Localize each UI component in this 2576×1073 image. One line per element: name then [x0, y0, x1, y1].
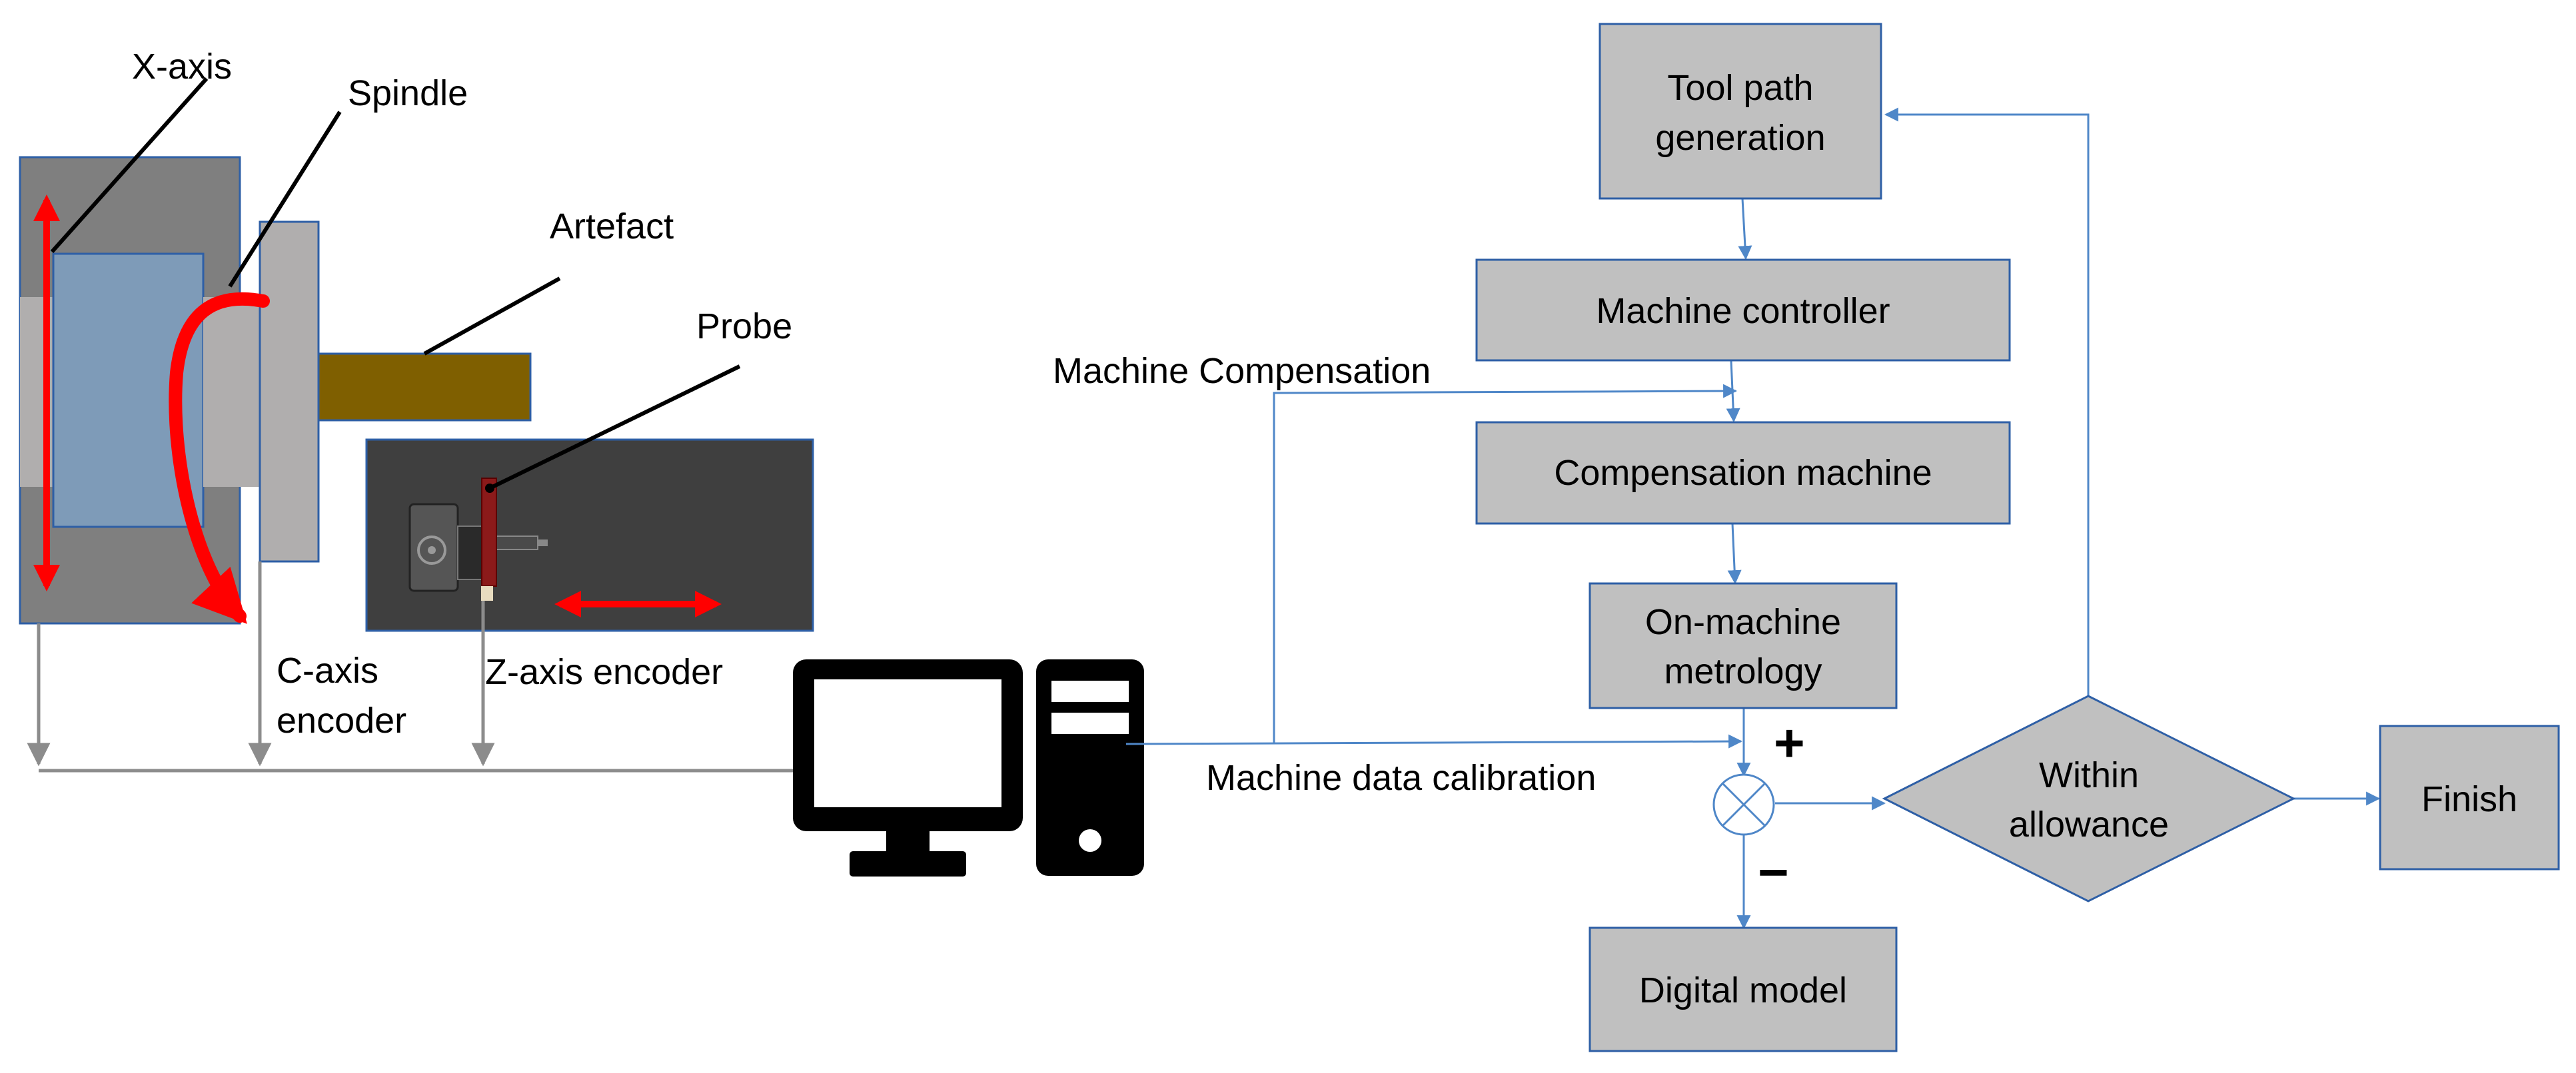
- artefact-bar: [317, 352, 532, 422]
- summing-junction-icon: [1712, 773, 1775, 836]
- c-axis-rotation-arrow: [169, 292, 270, 624]
- machine-controller-label: Machine controller: [1596, 291, 1890, 331]
- decision-label-line2: allowance: [2009, 805, 2169, 845]
- spindle-label: Spindle: [348, 73, 468, 113]
- artefact-leader: [423, 276, 561, 356]
- finish-label: Finish: [2421, 779, 2517, 819]
- tool-path-label-line1: Tool path: [1667, 68, 1813, 108]
- tool-path-label-line2: generation: [1655, 118, 1825, 158]
- probe-label: Probe: [696, 306, 792, 346]
- c-axis-label-line2: encoder: [277, 701, 406, 741]
- spindle-shaft: [203, 297, 260, 487]
- machine-data-calibration-link: [1125, 734, 1743, 749]
- compensation-machine-box: [1475, 421, 2011, 525]
- within-allowance-diamond: [1882, 695, 2296, 902]
- machine-assembly: X-axis Spindle Artefact Probe C-axis enc…: [19, 47, 819, 783]
- spindle-leader: [228, 111, 342, 288]
- z-axis-label: Z-axis encoder: [485, 652, 723, 692]
- machine-compensation-link: [1273, 384, 1738, 744]
- toolpath-to-controller-arrow: [1738, 198, 1752, 260]
- x-axis-label: X-axis: [132, 47, 232, 87]
- metrology-label-line1: On-machine: [1645, 602, 1841, 642]
- x-axis-leader: [50, 77, 209, 253]
- compensation-to-metrology-arrow: [1727, 523, 1742, 585]
- on-machine-metrology-box: [1589, 582, 1898, 709]
- desktop-computer-icon: [793, 659, 1144, 877]
- tool-path-box: [1599, 23, 1882, 200]
- compensation-machine-label: Compensation machine: [1554, 453, 1932, 493]
- machine-controller-box: [1475, 258, 2011, 362]
- digital-model-box: [1589, 926, 1898, 1052]
- minus-sign: −: [1758, 843, 1789, 902]
- machine-compensation-label: Machine Compensation: [1053, 351, 1431, 391]
- plus-sign: +: [1774, 713, 1805, 773]
- feedback-loop-arrow: [1884, 107, 2090, 696]
- finish-box: [2379, 725, 2560, 871]
- metrology-label-line2: metrology: [1664, 651, 1822, 691]
- machine-data-calibration-label: Machine data calibration: [1206, 758, 1596, 798]
- artefact-label: Artefact: [550, 206, 674, 246]
- chuck-plate: [259, 220, 320, 563]
- c-axis-label-line1: C-axis: [277, 651, 378, 691]
- decision-label-line1: Within: [2039, 755, 2139, 795]
- digital-model-label: Digital model: [1639, 970, 1847, 1010]
- probe-head-icon: [408, 478, 548, 601]
- probe-leader: [488, 364, 741, 490]
- flow-connectors: [1125, 107, 2381, 930]
